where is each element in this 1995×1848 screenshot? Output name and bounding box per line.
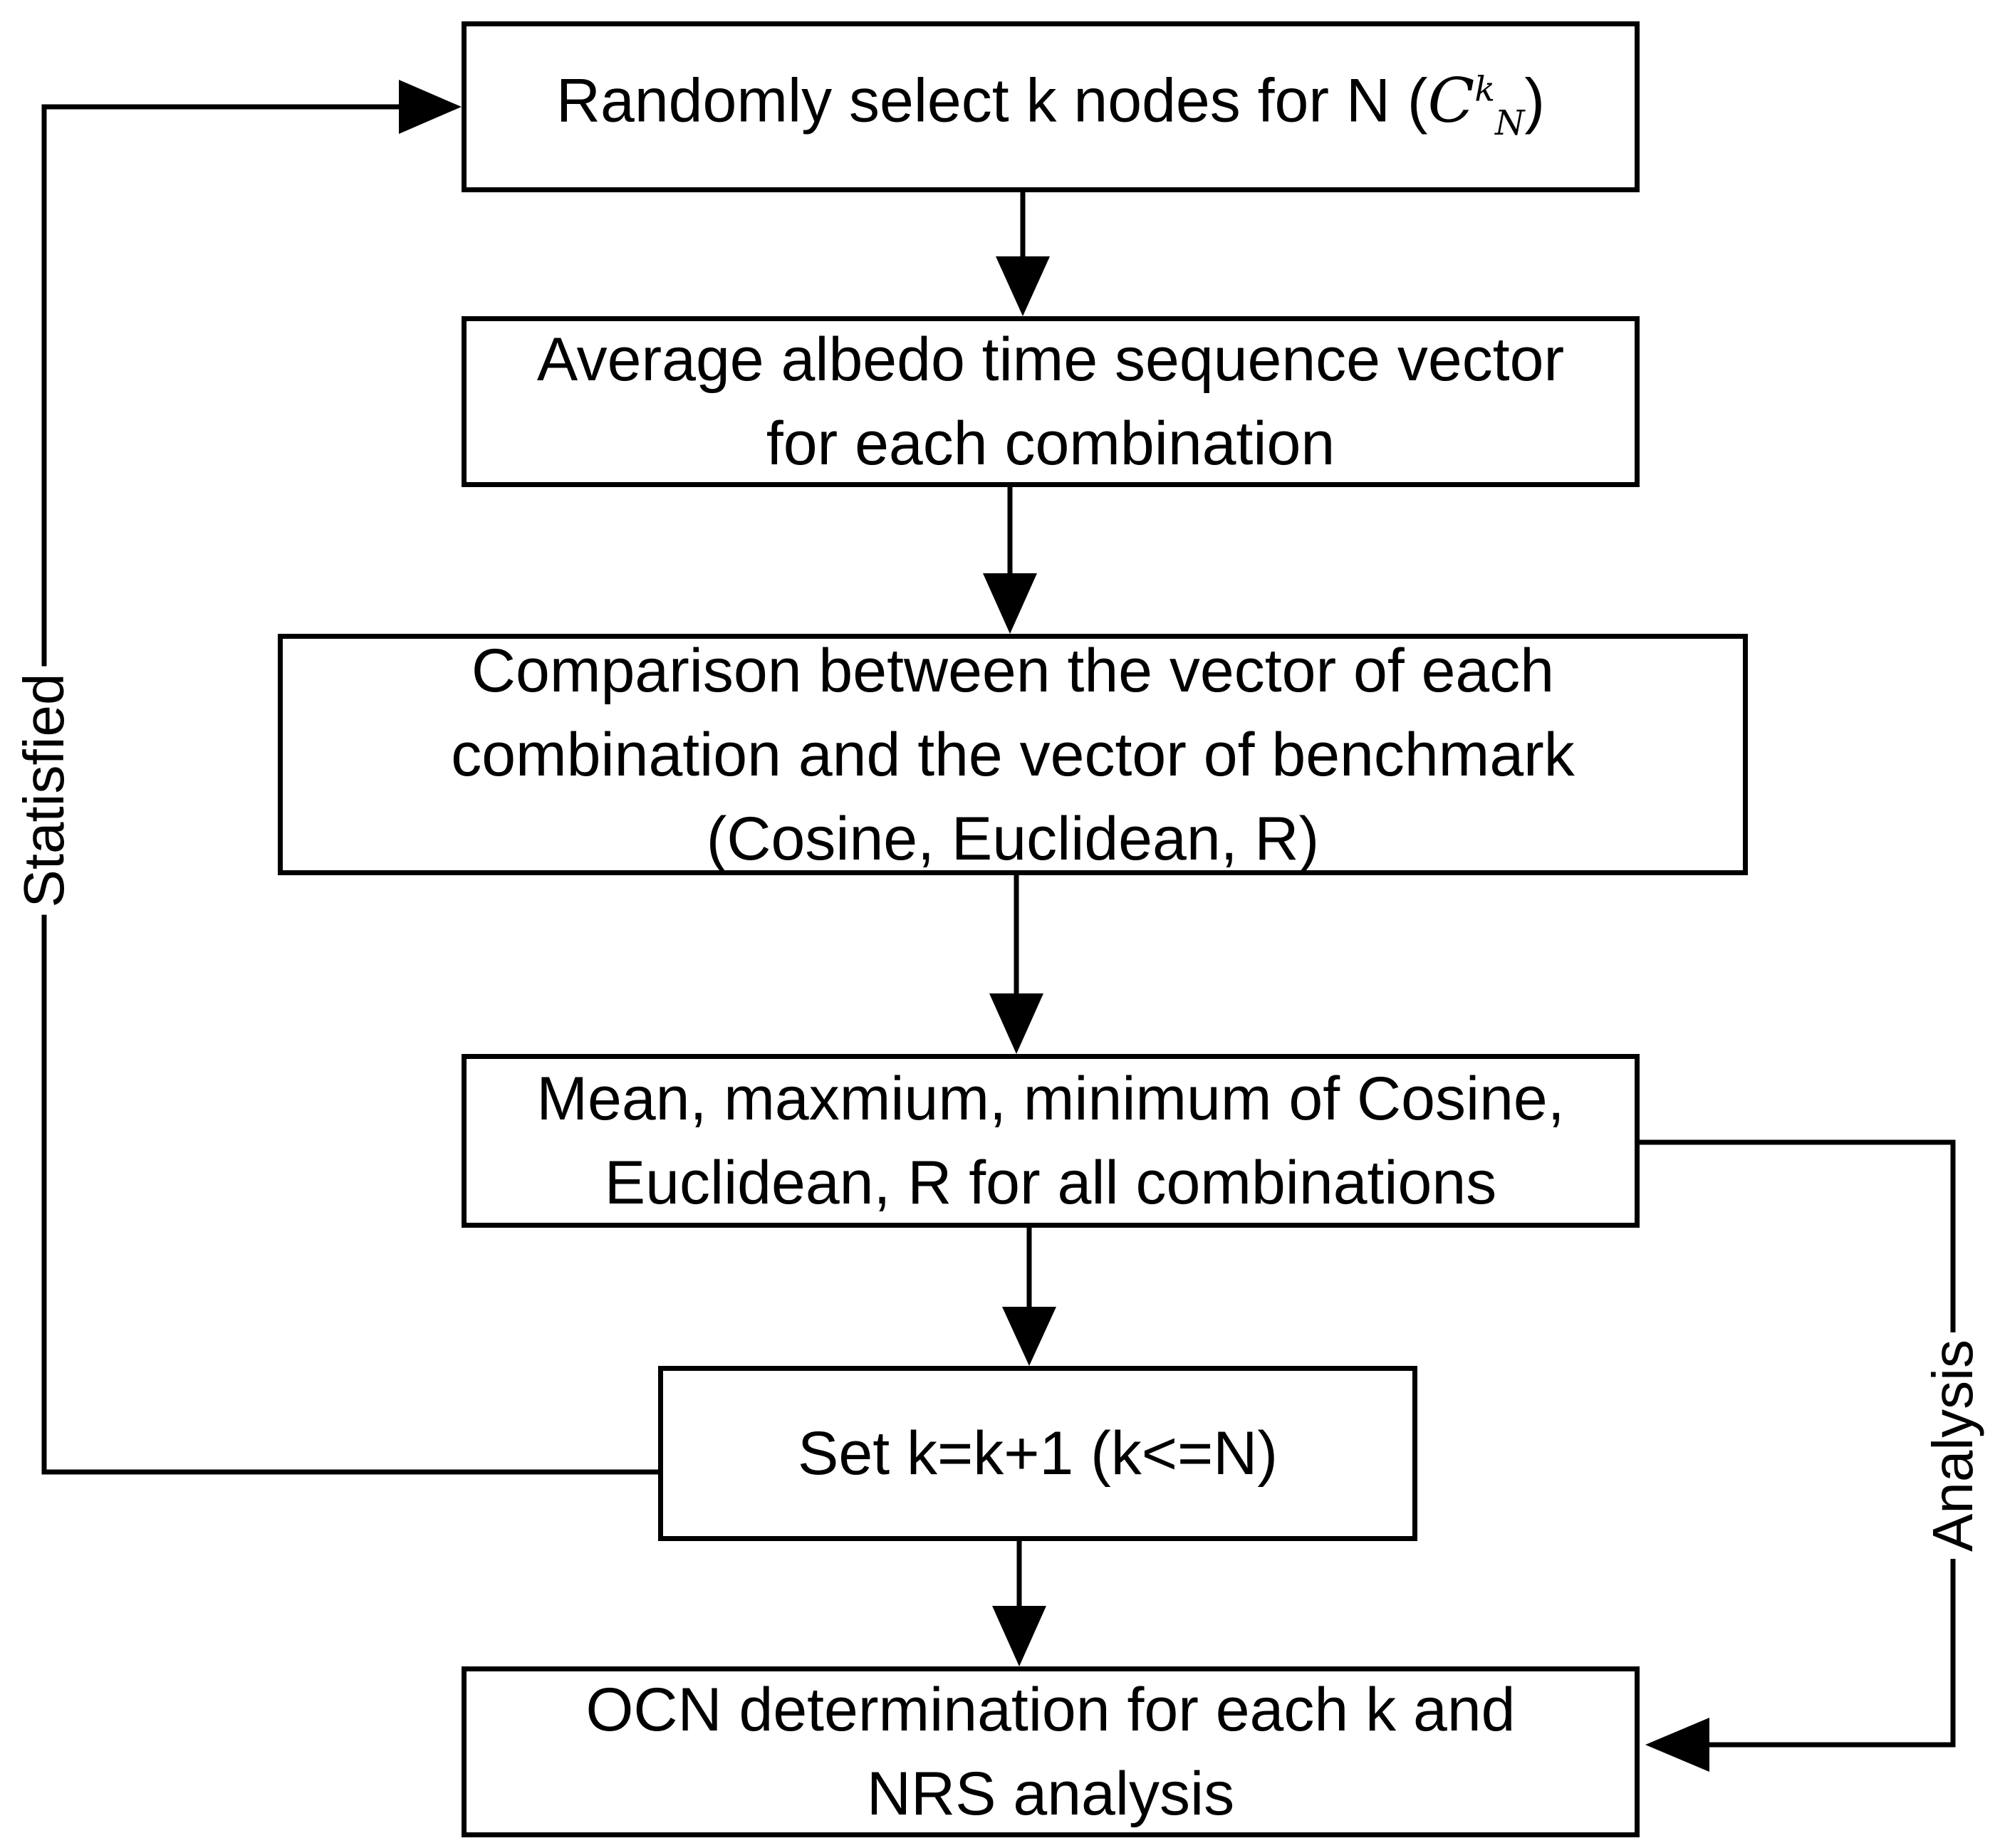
step-increment-line-1: Set k=k+1 (k<=N) [798, 1419, 1278, 1488]
step-increment-k: Set k=k+1 (k<=N) [658, 1366, 1417, 1541]
step-average-vector: Average albedo time sequence vector for … [462, 316, 1640, 487]
step-select-nodes-text: Randomly select k nodes for N (CkN) [556, 65, 1546, 143]
analysis-arrowhead [1645, 1718, 1709, 1772]
arrowhead-increment-to-ocn [992, 1606, 1046, 1666]
step-comparison-line-2: combination and the vector of benchmark [451, 720, 1575, 789]
step-comparison-line-3: (Cosine, Euclidean, R) [706, 804, 1320, 873]
step-average-line-1: Average albedo time sequence vector [536, 325, 1565, 394]
step-average-line-2: for each combination [766, 409, 1335, 478]
arrowhead-select-to-average [996, 256, 1050, 316]
step-ocn-line-1: OCN determination for each k and [585, 1676, 1516, 1744]
analysis-label: Analysis [1921, 1332, 1984, 1559]
step-statistics: Mean, maxmium, minimum of Cosine, Euclid… [462, 1054, 1640, 1228]
analysis-line [1640, 1139, 1956, 1748]
arrowhead-stats-to-increment [1002, 1307, 1056, 1366]
step-statistics-line-1: Mean, maxmium, minimum of Cosine, [536, 1065, 1565, 1133]
step-statistics-line-2: Euclidean, R for all combinations [604, 1149, 1497, 1217]
step-ocn-line-2: NRS analysis [866, 1760, 1235, 1828]
loop-arrowhead [399, 80, 462, 134]
combination-formula: CkN [1427, 65, 1525, 143]
arrowhead-average-to-compare [983, 573, 1037, 634]
step-select-nodes: Randomly select k nodes for N (CkN) [462, 21, 1640, 192]
step-ocn-determination: OCN determination for each k and NRS ana… [462, 1666, 1640, 1837]
step-comparison-line-1: Comparison between the vector of each [471, 636, 1555, 705]
arrowhead-compare-to-stats [989, 993, 1043, 1054]
loop-label: Statisfied [12, 666, 75, 915]
step-comparison: Comparison between the vector of each co… [278, 634, 1748, 875]
